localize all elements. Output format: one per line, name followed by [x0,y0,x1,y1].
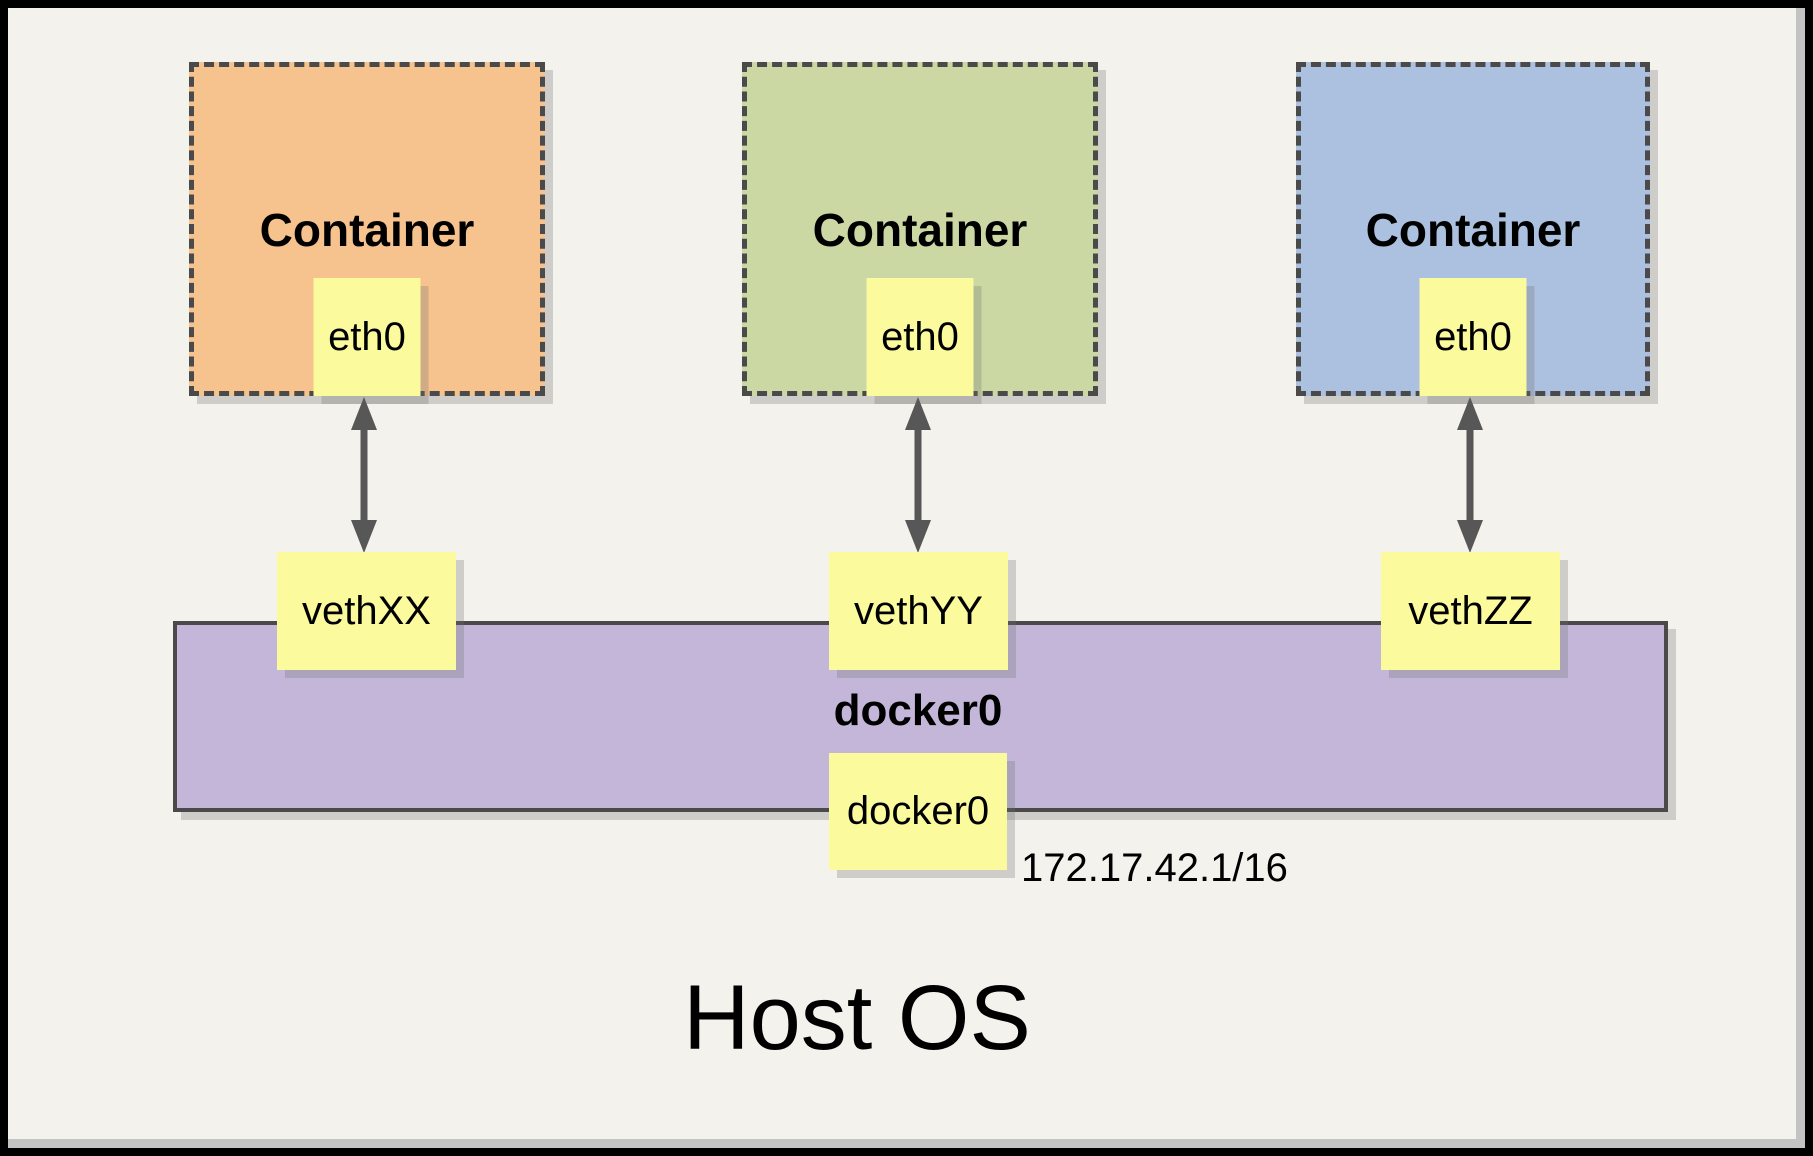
container-1-title: Container [259,204,475,256]
double-arrow-icon [905,397,931,553]
container-3-title: Container [1365,204,1581,256]
double-arrow-icon [351,397,377,553]
double-arrow-icon [1457,397,1483,553]
container-box-1: Container eth0 [189,62,545,396]
docker0-interface: docker0 [829,753,1007,870]
container-3-eth0-label: eth0 [1434,314,1512,359]
vethyy-label: vethYY [854,588,983,633]
host-os-title: Host OS [683,967,1031,1069]
container-3-eth0-interface: eth0 [1419,278,1527,396]
container-box-2: Container eth0 [742,62,1098,396]
docker0-bridge-title: docker0 [833,686,1003,735]
container-2-title: Container [812,204,1028,256]
vethxx-interface: vethXX [277,552,456,670]
container-1-eth0-label: eth0 [328,314,406,359]
vethzz-label: vethZZ [1408,588,1533,633]
container-box-3: Container eth0 [1296,62,1650,396]
vethyy-interface: vethYY [829,552,1008,670]
container-2-eth0-interface: eth0 [866,278,974,396]
vethzz-interface: vethZZ [1381,552,1560,670]
container-2-eth0-label: eth0 [881,314,959,359]
docker0-interface-label: docker0 [846,789,990,833]
container-1-eth0-interface: eth0 [313,278,421,396]
docker0-ip-address: 172.17.42.1/16 [1021,846,1288,890]
vethxx-label: vethXX [302,588,431,633]
host-os-panel: Container eth0 Container eth0 Container … [8,8,1805,1148]
